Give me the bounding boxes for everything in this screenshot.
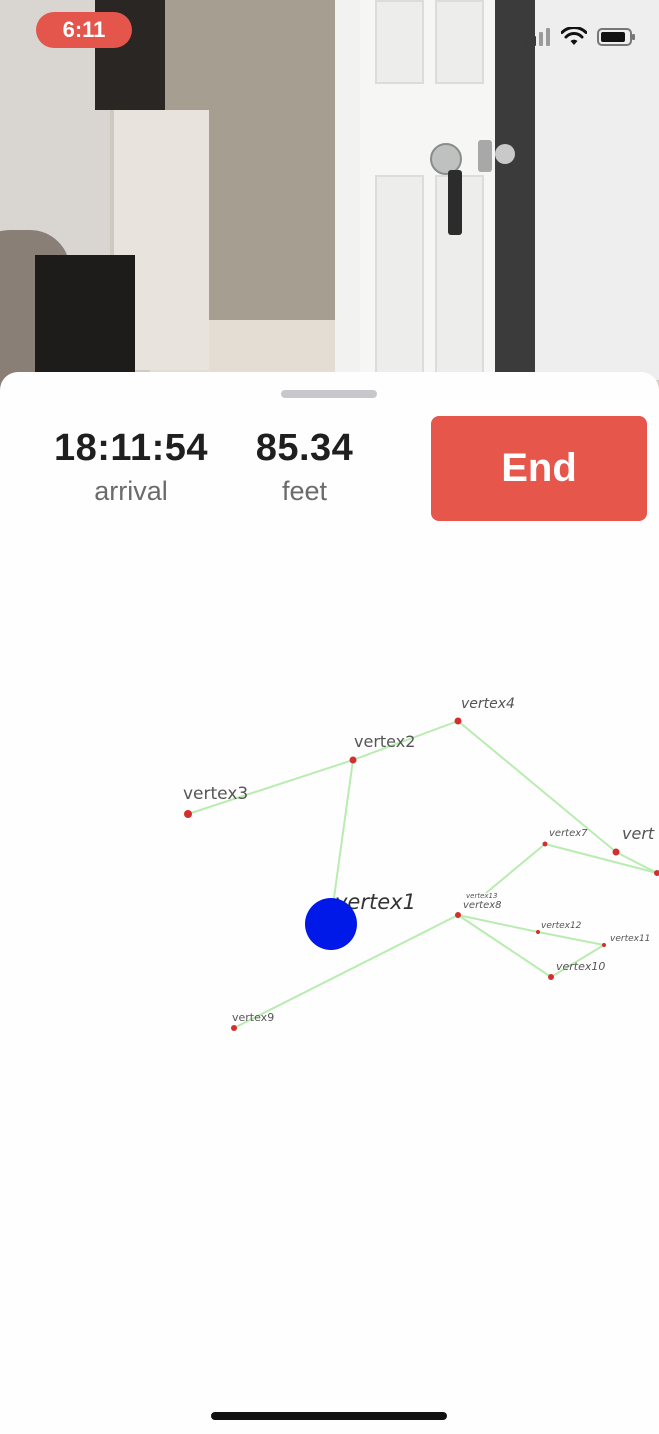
vertex-dot <box>349 756 357 764</box>
current-location-marker <box>305 898 357 950</box>
map-edge <box>457 914 539 933</box>
status-icons <box>525 25 637 49</box>
vertex-label: vertex2 <box>354 732 415 751</box>
map-edges <box>187 720 658 1029</box>
map-edge <box>537 931 605 946</box>
wifi-icon <box>561 27 587 45</box>
arrival-stat: 18:11:54 arrival <box>40 427 222 507</box>
vertex-dot <box>184 810 192 818</box>
battery-icon <box>597 28 635 46</box>
distance-value: 85.34 <box>255 427 354 469</box>
door-knob-2 <box>495 144 515 164</box>
map-edge <box>187 759 354 815</box>
distance-stat: 85.34 feet <box>232 427 377 507</box>
map-edge <box>485 843 546 894</box>
map-labels: vertex1 vertex2 vertex3 vertex4 vert ver… <box>183 696 655 1024</box>
vertex-label: vertex7 <box>549 828 588 839</box>
vertex-dot <box>542 841 548 847</box>
vertex-dot <box>536 930 540 934</box>
map-edge <box>544 843 658 874</box>
vertex-label: vertex10 <box>556 960 605 973</box>
door-tag <box>448 170 462 235</box>
map-vertices <box>184 717 659 1031</box>
camera-wall-right <box>535 0 659 380</box>
vertex-label: vertex11 <box>610 934 650 944</box>
sheet-grabber[interactable] <box>281 390 377 398</box>
vertex-dot <box>612 848 620 856</box>
vertex-dot <box>455 912 461 918</box>
camera-door <box>360 0 495 380</box>
vertex-label: vertex12 <box>541 921 582 931</box>
map-edge <box>550 944 605 978</box>
map-edge <box>352 720 459 761</box>
map-edge <box>457 914 552 978</box>
vertex-dot <box>454 717 462 725</box>
vertex-label: vert <box>622 824 655 843</box>
vertex-dot <box>654 870 659 876</box>
vertex-label: vertex3 <box>183 784 248 804</box>
vertex-label: vertex8 <box>463 900 502 911</box>
door-latch <box>478 140 492 172</box>
map-edge <box>457 720 617 853</box>
camera-table <box>35 255 135 375</box>
vertex-dot <box>548 974 554 980</box>
camera-background <box>0 0 659 390</box>
map-edge <box>233 914 459 1029</box>
distance-label: feet <box>281 476 328 506</box>
camera-door-edge <box>495 0 535 380</box>
vertex-label: vertex9 <box>232 1011 274 1024</box>
vertex-dot <box>602 943 606 947</box>
map-edge <box>615 851 658 874</box>
signal-icon <box>525 28 550 46</box>
arrival-time: 18:11:54 <box>53 427 208 469</box>
vertex-dot <box>231 1025 237 1031</box>
vertex-label: vertex13 <box>466 892 497 900</box>
end-button[interactable]: End <box>431 416 647 521</box>
home-indicator[interactable] <box>211 1412 447 1420</box>
door-knob <box>430 143 462 175</box>
camera-door-frame <box>335 0 360 380</box>
status-time: 6:11 <box>36 12 132 48</box>
vertex-label: vertex4 <box>461 696 515 712</box>
map-edge <box>332 759 354 906</box>
arrival-label: arrival <box>94 476 168 506</box>
